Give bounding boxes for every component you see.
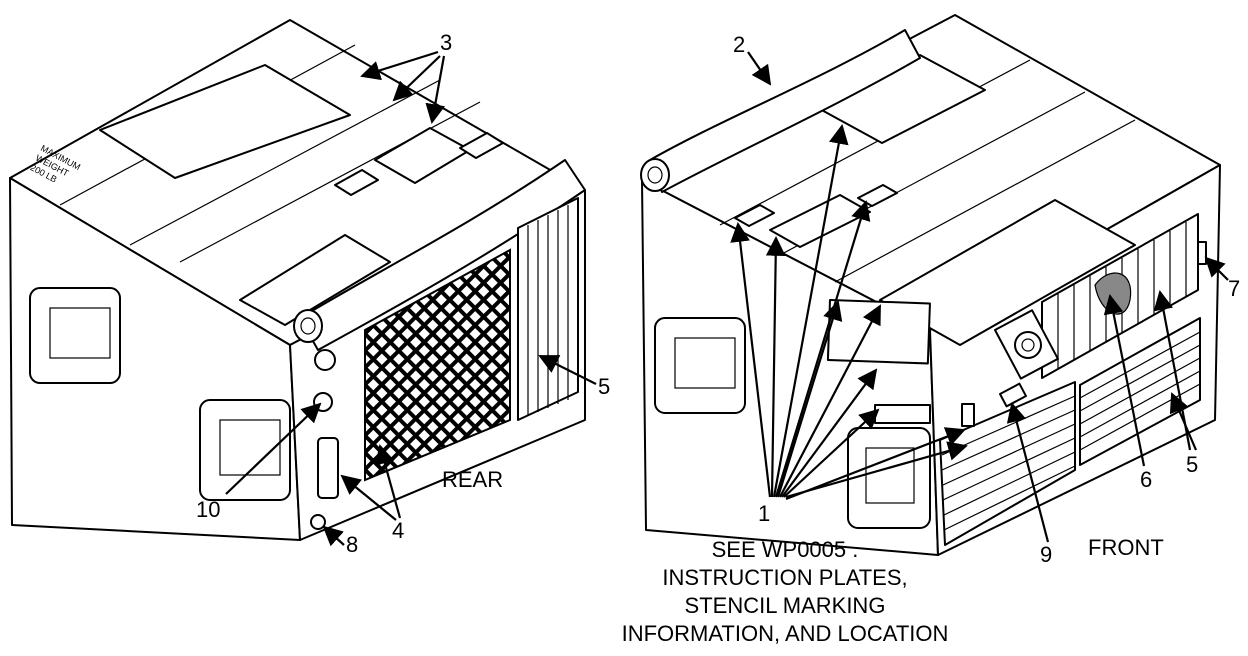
front-top-large-plate: [879, 199, 1136, 346]
front-rolled-cover: [649, 29, 921, 193]
rear-callouts: 3 5 4 10 8 REAR: [196, 30, 610, 557]
caption-line-2: INSTRUCTION PLATES,: [662, 565, 907, 590]
caption-line-4: INFORMATION, AND LOCATION: [622, 621, 949, 646]
front-circuit-breaker: [998, 382, 1027, 408]
front-roll-end: [640, 158, 670, 192]
rear-unit: MAXIMUM WEIGHT 200 LB: [9, 19, 586, 541]
callout-7: 7: [1228, 276, 1240, 301]
rear-top-small-plate-a: [334, 169, 379, 196]
callout-3: 3: [440, 30, 452, 55]
caption-line-3: STENCIL MARKING: [685, 593, 886, 618]
rear-top-large-plate: [99, 64, 351, 179]
front-power-connector: [1014, 331, 1042, 359]
rear-vent-mesh: [364, 248, 511, 482]
callout-4: 4: [392, 518, 404, 543]
callout-10: 10: [196, 497, 220, 522]
rear-top-plate-back: [239, 234, 391, 326]
front-louvers-lower: [1079, 317, 1201, 466]
rear-handle-lower: [199, 399, 291, 501]
rear-roll-end: [293, 309, 323, 343]
rear-rolled-cover: [299, 159, 586, 351]
caption-line-1: SEE WP0005 .: [712, 537, 859, 562]
rear-d-connector: [317, 437, 339, 499]
front-callouts: 2 1 9 6 5 7 FRONT: [730, 32, 1240, 567]
front-unit: [640, 14, 1221, 556]
caption-block: SEE WP0005 . INSTRUCTION PLATES, STENCIL…: [622, 537, 949, 646]
front-louvers-left: [939, 381, 1076, 546]
front-handle-lower: [847, 427, 931, 529]
front-switch: [961, 403, 975, 427]
front-side-plate-2: [874, 404, 931, 424]
callout-8: 8: [346, 532, 358, 557]
rear-round-connector: [314, 349, 336, 371]
view-label-rear: REAR: [442, 467, 503, 492]
rear-handle-upper: [29, 287, 121, 384]
callout-5-rear: 5: [598, 374, 610, 399]
rear-ground-stud: [310, 514, 326, 530]
front-handle-upper: [654, 317, 746, 414]
callout-5-front: 5: [1186, 452, 1198, 477]
callout-6: 6: [1140, 467, 1152, 492]
rear-top-small-plate-b: [459, 132, 504, 159]
callout-2: 2: [733, 32, 745, 57]
callout-1: 1: [758, 501, 770, 526]
callout-9: 9: [1040, 542, 1052, 567]
front-side-fitting: [1197, 241, 1207, 265]
view-label-front: FRONT: [1088, 535, 1164, 560]
rear-louver-panel: [517, 197, 579, 421]
